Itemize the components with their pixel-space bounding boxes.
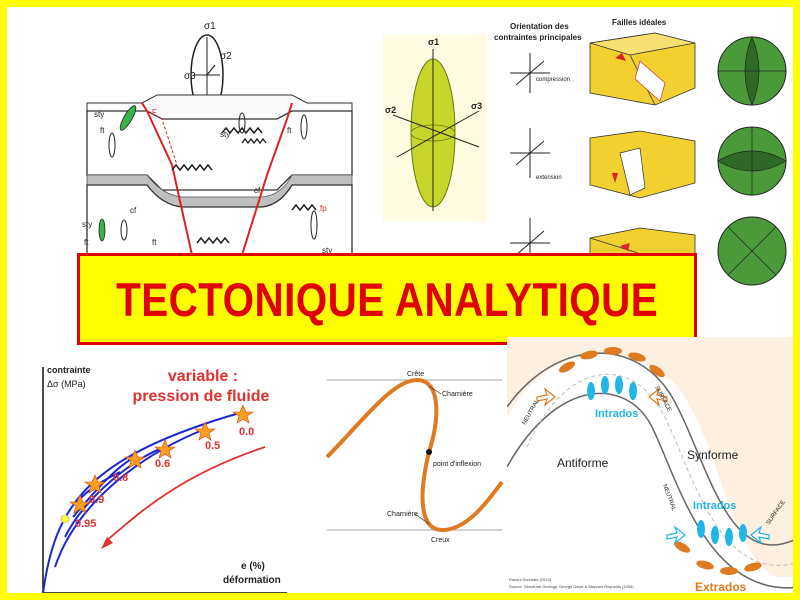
sty-label-3: sty	[82, 220, 92, 229]
page-title: TECTONIQUE ANALYTIQUE	[115, 272, 659, 326]
sigma3-label: σ3	[184, 71, 196, 82]
curve-label-4: 0.9	[89, 494, 104, 506]
stress-title-2: pression de fluide	[133, 388, 270, 405]
trough-label: Creux	[431, 537, 450, 544]
compression-label: compression	[536, 77, 570, 83]
stress-xlabel-1: e (%)	[241, 561, 265, 572]
synforme-label: Synforme	[687, 448, 739, 462]
antiforme-label: Antiforme	[557, 456, 609, 470]
stress-ylabel-2: Δσ (MPa)	[47, 379, 86, 389]
block-diagram: σ1 σ2 σ3	[82, 21, 353, 256]
curve-label-0: 0.0	[239, 426, 254, 438]
fold-profile-diagram: Crête Charnière point d'inflexion Charni…	[325, 371, 504, 544]
hinge-top-label: Charnière	[442, 391, 473, 398]
fold-strain-diagram: Intrados Antiforme Synforme Intrados Ext…	[507, 347, 793, 594]
curve-label-5: 0.95	[75, 518, 96, 530]
extension-label: extension	[536, 175, 562, 181]
fold-profile-panel: Crête Charnière point d'inflexion Charni…	[317, 362, 507, 554]
curve-label-1: 0.5	[205, 440, 220, 452]
sty-label-1: sty	[94, 110, 104, 119]
title-banner: TECTONIQUE ANALYTIQUE	[77, 253, 697, 345]
sty-label-4: sty	[322, 246, 332, 255]
ellipsoid-panel: σ1 σ2 σ3	[383, 35, 487, 221]
ft-label-1: ft	[100, 126, 105, 135]
cf-label-2: cf	[254, 186, 261, 195]
orientation-title-2: contraintes principales	[494, 33, 582, 42]
cf-label-1: cf	[130, 206, 137, 215]
extrados-label: Extrados	[695, 580, 747, 594]
surface-label-2: SURFACE	[766, 499, 787, 526]
ft-label-3: ft	[84, 238, 89, 247]
ft-label-4: ft	[152, 238, 157, 247]
faults-panel: Orientation des contraintes principales …	[490, 13, 793, 303]
stress-title-1: variable :	[168, 368, 238, 385]
source-label-2: Source: Structural Geology, George Davis…	[509, 584, 634, 589]
sigma1-label: σ1	[204, 21, 216, 32]
f-label: F	[152, 108, 157, 117]
sty-label-2: sty	[220, 130, 230, 139]
ideal-faults-title: Failles idéales	[612, 18, 667, 27]
strain-ellipsoid: σ1 σ2 σ3	[385, 37, 482, 211]
ideal-faults-diagram: Orientation des contraintes principales …	[494, 18, 787, 286]
curve-label-2: 0.6	[155, 458, 170, 470]
block-diagram-panel: σ1 σ2 σ3	[22, 15, 367, 273]
fold-strain-panel: Intrados Antiforme Synforme Intrados Ext…	[507, 337, 793, 594]
stress-strain-panel: contrainte Δσ (MPa) variable : pression …	[25, 357, 293, 593]
hinge-bottom-label: Charnière	[387, 511, 418, 518]
fp-label: fp	[320, 204, 327, 213]
intrados-label-2: Intrados	[693, 500, 736, 512]
ellipsoid-sigma2: σ2	[385, 105, 396, 115]
orientation-title-1: Orientation des	[510, 22, 569, 31]
crest-label: Crête	[407, 371, 424, 378]
stress-ylabel-1: contrainte	[47, 365, 91, 375]
intrados-label-1: Intrados	[595, 408, 638, 420]
inflection-label: point d'inflexion	[433, 461, 481, 468]
curve-label-3: 0.8	[113, 472, 128, 484]
source-label-1: Rasoul Sorkhabi (2013)	[509, 577, 552, 582]
sigma2-label: σ2	[220, 51, 232, 62]
ft-label-2: ft	[287, 126, 292, 135]
ellipsoid-sigma3: σ3	[471, 101, 482, 111]
ellipsoid-sigma1: σ1	[428, 37, 439, 47]
stress-xlabel-2: déformation	[223, 575, 281, 586]
stress-strain-chart: contrainte Δσ (MPa) variable : pression …	[42, 365, 287, 593]
